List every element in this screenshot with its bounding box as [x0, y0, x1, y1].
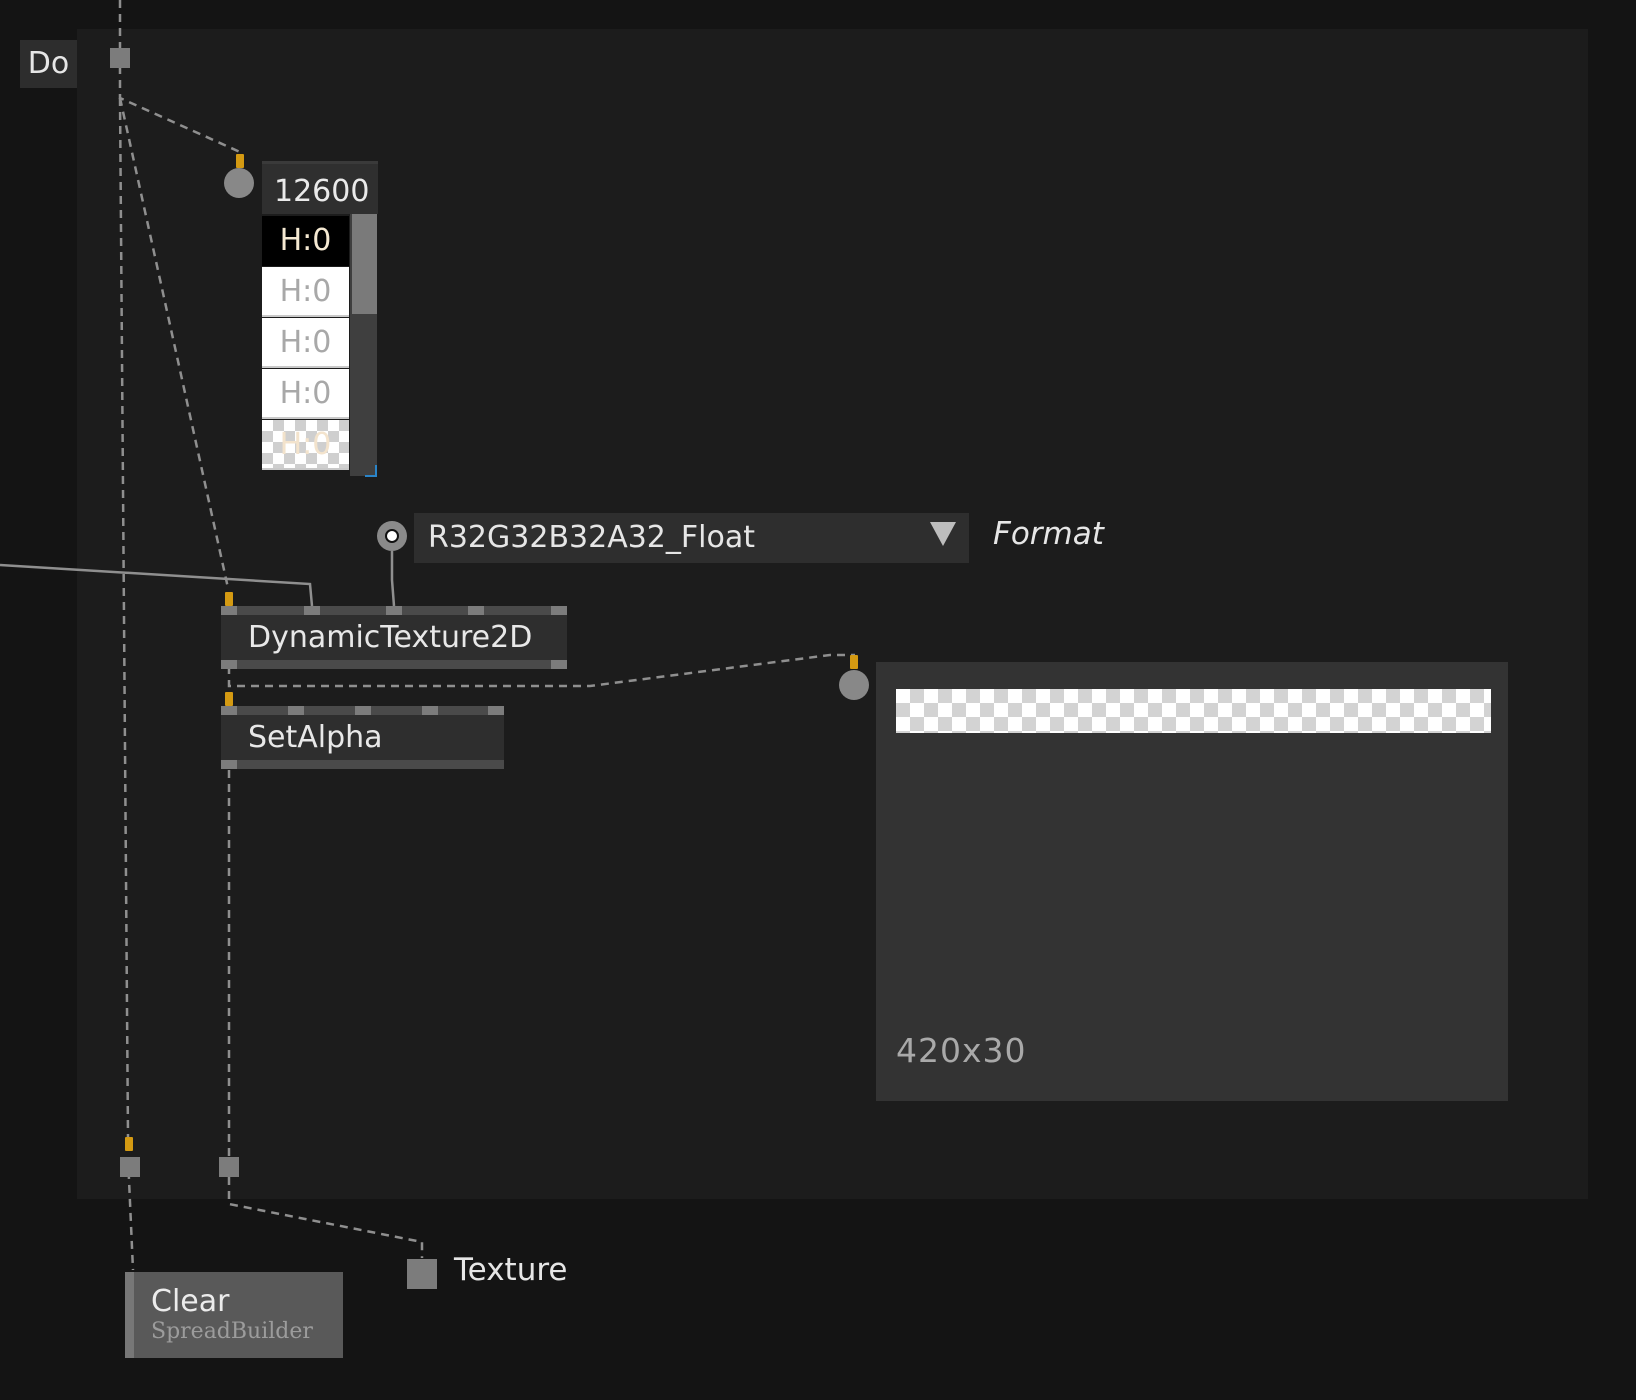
texture-output-label: Texture [454, 1252, 568, 1288]
connected-pin-marker [225, 692, 233, 706]
node-output-bar [221, 760, 504, 769]
node-output-pin[interactable] [221, 660, 237, 669]
spread-item[interactable]: H:0 [262, 267, 349, 317]
resize-handle[interactable] [365, 465, 377, 477]
spread-scrollbar-thumb[interactable] [352, 214, 377, 314]
clear-node-pin-strip [125, 1272, 134, 1358]
node-input-pin[interactable] [386, 606, 402, 615]
format-label: Format [993, 516, 1104, 552]
clear-node-title: Clear [151, 1284, 230, 1319]
spread-item[interactable]: H:0 [262, 216, 349, 266]
region-label-do[interactable]: Do [20, 40, 77, 88]
spread-item[interactable]: H:0 [262, 318, 349, 368]
node-input-pin[interactable] [288, 706, 304, 715]
node-input-pin[interactable] [468, 606, 484, 615]
link-wire [390, 551, 396, 607]
link-wire [0, 563, 314, 607]
format-dropdown[interactable]: R32G32B32A32_Float [414, 513, 969, 563]
link-wire [227, 1177, 424, 1258]
texture-dimensions: 420x30 [896, 1031, 1027, 1070]
node-input-pin[interactable] [221, 706, 237, 715]
node-input-pin[interactable] [355, 706, 371, 715]
link-wire [227, 653, 855, 688]
node-input-pin[interactable] [304, 606, 320, 615]
texture-output-pin[interactable] [407, 1259, 437, 1289]
enum-pin-dot [385, 529, 399, 543]
clear-node-subtitle: SpreadBuilder [151, 1319, 313, 1344]
connected-pin-marker [125, 1137, 133, 1151]
dynamic-texture-node[interactable]: DynamicTexture2D [221, 615, 567, 660]
input-knob[interactable] [224, 168, 254, 198]
node-output-pin[interactable] [551, 660, 567, 669]
node-input-pin[interactable] [221, 606, 237, 615]
link-wire [118, 97, 130, 1138]
spread-count-field[interactable]: 12600 [262, 161, 378, 214]
chevron-down-icon[interactable] [930, 522, 956, 546]
preview-input-knob[interactable] [839, 670, 869, 700]
region-output-pin[interactable] [219, 1157, 239, 1177]
node-input-pin[interactable] [551, 606, 567, 615]
spread-item[interactable]: H:0 [262, 420, 349, 470]
input-pin[interactable] [110, 48, 130, 68]
connected-pin-marker [225, 592, 233, 606]
connected-pin-marker [236, 154, 244, 168]
node-output-bar [221, 660, 567, 669]
set-alpha-node[interactable]: SetAlpha [221, 715, 504, 760]
region-output-pin[interactable] [120, 1157, 140, 1177]
texture-preview-image [896, 689, 1491, 733]
texture-preview-panel[interactable] [876, 662, 1508, 1101]
link-wire [118, 97, 230, 589]
node-output-pin[interactable] [221, 760, 237, 769]
node-input-pin[interactable] [422, 706, 438, 715]
connected-pin-marker [850, 655, 858, 669]
node-input-pin[interactable] [488, 706, 504, 715]
clear-node[interactable] [125, 1272, 343, 1358]
spread-item[interactable]: H:0 [262, 369, 349, 419]
link-wire [118, 66, 241, 154]
